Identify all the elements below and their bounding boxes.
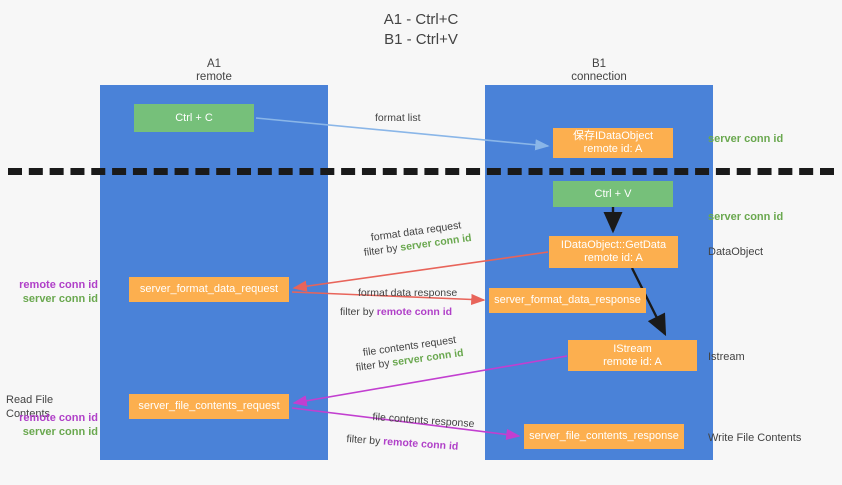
node-ctrl-c-label: Ctrl + C [175,111,213,124]
edge-label-format-data-response: format data response [358,286,457,300]
filter-prefix: filter by [346,432,384,448]
node-ctrl-v-label: Ctrl + V [594,187,632,200]
annotation-istream: Istream [708,351,745,363]
filter-prefix: filter by [340,306,377,318]
node-ctrl-c[interactable]: Ctrl + C [134,104,254,132]
edge-label-format-data-response-text: format data response [358,287,458,299]
node-istream-label: IStream [613,342,652,355]
phase-separator [8,168,834,175]
annotation-conn-ids-bottom: remote conn id server conn id [6,411,98,439]
node-save-idataobject[interactable]: 保存IDataObject remote id: A [553,128,673,158]
title-line-1: A1 - Ctrl+C [383,11,459,28]
annotation-remote-conn-id-2: remote conn id [19,412,98,424]
node-idataobject-getdata[interactable]: IDataObject::GetData remote id: A [549,236,678,268]
edge-label-format-list-text: format list [375,112,421,124]
annotation-server-conn-id-1: server conn id [22,293,98,305]
lane-a1-sub: remote [196,71,232,83]
annotation-conn-ids-top: remote conn id server conn id [6,278,98,306]
edge-label-file-contents-response: file contents response [372,410,475,431]
lane-header-b1: B1 connection [485,58,713,84]
node-server-file-contents-response[interactable]: server_file_contents_response [524,424,684,449]
node-server-format-data-request[interactable]: server_format_data_request [129,277,289,302]
annotation-server-conn-id-mid: server conn id [708,211,784,223]
node-istream[interactable]: IStream remote id: A [568,340,697,371]
annotation-remote-conn-id-1: remote conn id [19,279,98,291]
lane-b1-name: B1 [591,58,607,70]
annotation-read-file-contents: Read File Contents [6,394,54,420]
filter-prefix: filter by [355,356,394,374]
node-server-format-data-response-label: server_format_data_response [494,294,641,306]
edge-label-format-data-response-filter: filter by remote conn id [340,305,452,319]
filter-prefix: filter by [363,241,402,259]
node-save-idataobject-sublabel: remote id: A [583,143,643,155]
edge-label-file-contents-response-text: file contents response [372,410,475,431]
annotation-server-conn-id-top: server conn id [708,133,784,145]
edge-label-format-list: format list [375,111,421,125]
node-ctrl-v[interactable]: Ctrl + V [553,181,673,207]
node-server-file-contents-response-label: server_file_contents_response [529,430,679,442]
node-server-format-data-response[interactable]: server_format_data_response [489,288,646,313]
edge-label-file-contents-response-filter: filter by remote conn id [346,432,459,454]
page-title: A1 - Ctrl+C B1 - Ctrl+V [0,10,842,50]
lane-b1-sub: connection [571,71,627,83]
node-server-file-contents-request-label: server_file_contents_request [138,400,280,412]
node-save-idataobject-label: 保存IDataObject [572,130,654,142]
lane-header-a1: A1 remote [100,58,328,84]
node-server-file-contents-request[interactable]: server_file_contents_request [129,394,289,419]
annotation-server-conn-id-2: server conn id [22,426,98,438]
filter-value-remote-conn-id: remote conn id [376,306,453,318]
node-server-format-data-request-label: server_format_data_request [139,283,279,295]
node-idataobject-getdata-sublabel: remote id: A [584,252,643,264]
node-istream-sublabel: remote id: A [603,355,662,368]
annotation-write-file-contents: Write File Contents [708,432,802,444]
filter-value-remote-conn-id: remote conn id [382,435,459,453]
node-idataobject-getdata-label: IDataObject::GetData [560,239,667,251]
lane-a1-name: A1 [206,58,222,70]
annotation-dataobject: DataObject [708,246,764,258]
title-line-2: B1 - Ctrl+V [384,31,458,48]
